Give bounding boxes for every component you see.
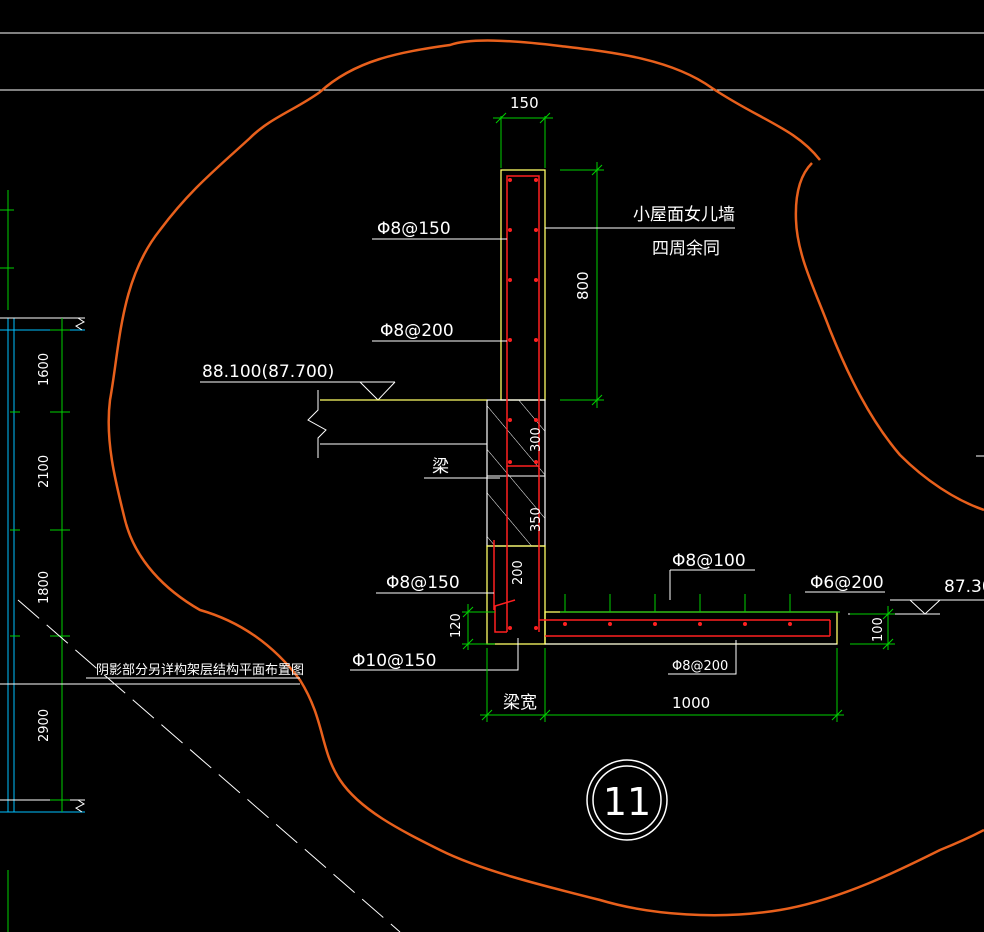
bar-label-slab-dist: Φ6@200 [810, 573, 884, 593]
dim-top-150 [493, 112, 553, 168]
beam-dim-350: 350 [529, 507, 544, 532]
dim-200: 200 [511, 560, 526, 585]
elevation-main-symbol [200, 381, 396, 401]
beam-dim-300: 300 [529, 427, 544, 452]
left-structure [0, 190, 300, 932]
bar-label-hook: Φ10@150 [352, 651, 436, 671]
dim-text-150: 150 [510, 94, 539, 112]
dim-text-1000: 1000 [672, 694, 710, 712]
dim-text-120: 120 [449, 613, 464, 638]
bar-label-slab-bottom: Φ8@200 [672, 659, 728, 674]
wall-slab-outline [486, 545, 838, 645]
shaded-area-note: 阴影部分另详构架层结构平面布置图 [96, 663, 304, 678]
slab-top-bars [560, 594, 840, 613]
detail-number-marker [586, 759, 668, 841]
left-dim-2900: 2900 [37, 709, 52, 742]
parapet-note-line1: 小屋面女儿墙 [633, 205, 735, 225]
parapet-note-line2: 四周余同 [652, 239, 720, 259]
bar-leader-slab-bottom [668, 640, 737, 675]
elevation-main-text: 88.100(87.700) [202, 362, 334, 382]
dashed-boundary [17, 599, 401, 932]
rebar-group [493, 175, 831, 637]
elevation-right-symbol [848, 599, 984, 615]
beam-label: 梁 [432, 457, 449, 477]
bar-leader-hook [350, 638, 519, 671]
left-dim-1600: 1600 [37, 353, 52, 386]
bar-label-top-slab: Φ8@100 [672, 551, 746, 571]
left-dim-1800: 1800 [37, 571, 52, 604]
break-symbol [307, 390, 327, 458]
left-dim-2100: 2100 [37, 455, 52, 488]
bar-label-vertical-upper: Φ8@150 [377, 219, 451, 239]
elevation-right-text: 87.30 [944, 577, 984, 597]
rebar-dots [508, 178, 792, 630]
dim-text-100: 100 [871, 617, 886, 642]
revision-cloud-right [794, 162, 984, 512]
dim-bottom-chain [480, 648, 844, 722]
dim-parapet-800 [560, 162, 604, 408]
dim-text-800: 800 [574, 271, 592, 300]
beam-section [486, 399, 546, 547]
dim-100 [850, 606, 895, 650]
dim-120 [462, 604, 495, 650]
detail-number-text: 11 [603, 780, 651, 824]
bar-label-horizontal-upper: Φ8@200 [380, 321, 454, 341]
revision-cloud [107, 39, 984, 917]
dim-text-beam-width: 梁宽 [503, 693, 537, 713]
bar-label-wall-lower: Φ8@150 [386, 573, 460, 593]
